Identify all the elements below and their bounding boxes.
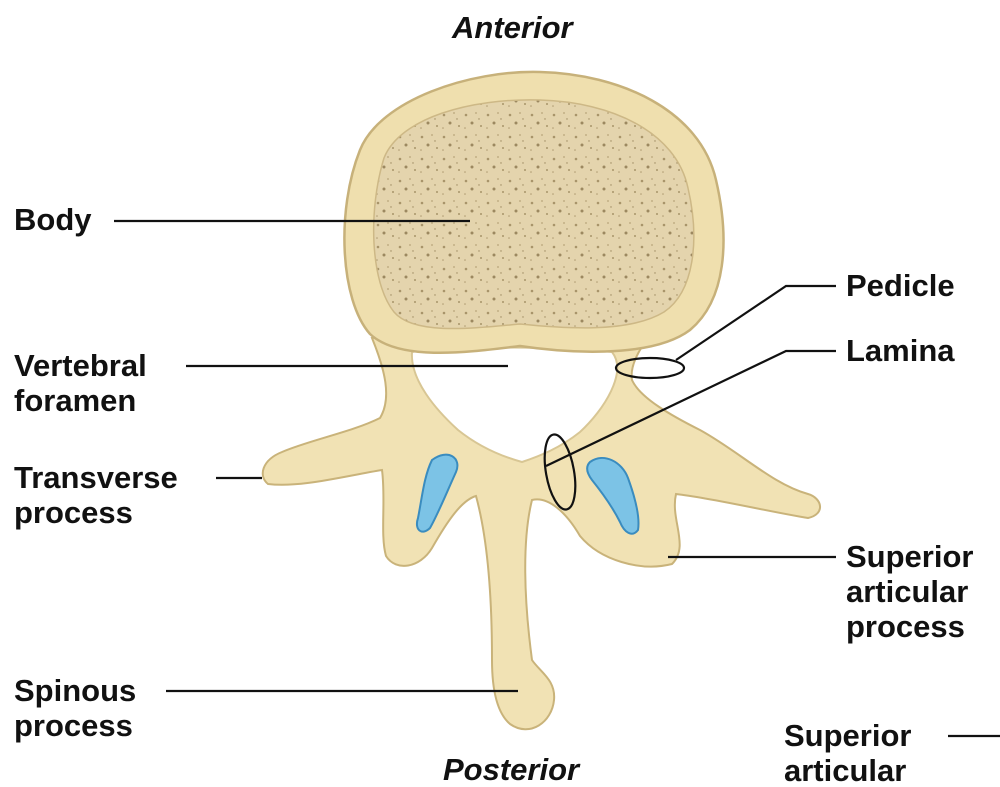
superior-articular-cutoff-label: Superior articular: [784, 718, 911, 785]
posterior-label: Posterior: [443, 752, 579, 787]
superior-articular-process-label: Superior articular process: [846, 539, 973, 644]
transverse-process-label: Transverse process: [14, 460, 178, 530]
cancellous-bone: [374, 100, 694, 329]
spinous-process-label: Spinous process: [14, 673, 136, 743]
lamina-label: Lamina: [846, 333, 955, 368]
anterior-label: Anterior: [452, 10, 573, 45]
vertebral-foramen-label: Vertebral foramen: [14, 348, 147, 418]
body-label: Body: [14, 202, 92, 237]
pedicle-label: Pedicle: [846, 268, 955, 303]
